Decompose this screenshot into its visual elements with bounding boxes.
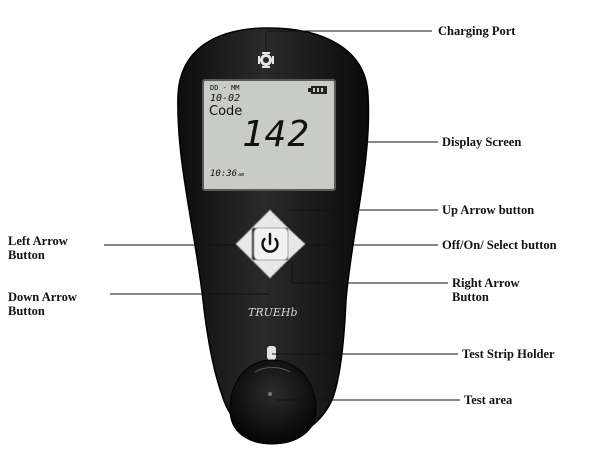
label-test-strip-holder: Test Strip Holder [462,347,555,361]
label-left-arrow-line1: Left Arrow [8,234,68,248]
label-down-arrow-line2: Button [8,304,45,318]
battery-icon [308,86,327,94]
display-screen [202,79,336,191]
label-test-area: Test area [464,393,513,407]
screen-time-suffix: am [238,172,245,178]
screen-time-value: 10:36 [210,169,238,179]
label-display-screen: Display Screen [442,135,522,149]
label-down-arrow: Down Arrow Button [8,290,77,318]
label-right-arrow-line2: Button [452,290,489,304]
label-charging-port: Charging Port [438,24,516,38]
label-left-arrow: Left Arrow Button [8,234,68,262]
power-icon[interactable] [253,227,289,261]
left-arrow-icon[interactable] [235,226,253,262]
device-brand: TRUEHb [248,306,298,319]
screen-code-label: Code [209,104,243,119]
label-left-arrow-line2: Button [8,248,45,262]
label-right-arrow: Right Arrow Button [452,276,519,304]
screen-date-value: 10-02 [210,93,241,104]
test-area [229,359,317,445]
test-strip-holder-slot [267,346,276,360]
label-right-arrow-line1: Right Arrow [452,276,520,290]
screen-time: 10:36am [210,169,244,179]
label-down-arrow-line1: Down Arrow [8,290,77,304]
leader-lines [104,30,460,401]
label-up-arrow: Up Arrow button [442,203,535,217]
label-off-on-select: Off/On/ Select button [442,238,557,252]
screen-reading: 142 [242,114,311,155]
charging-port-icon [258,52,274,68]
screen-date-label: DD - MM [210,84,240,92]
